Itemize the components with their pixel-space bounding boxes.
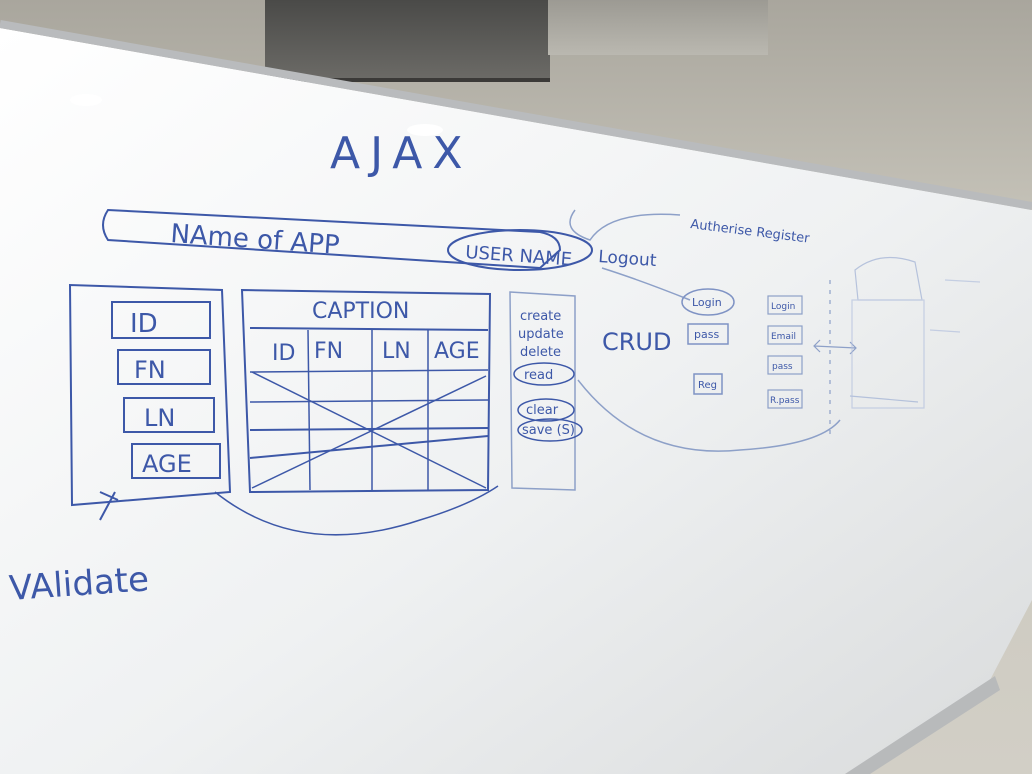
form-field-ln: LN [144,404,175,432]
action-save: save (S) [522,423,575,438]
table-col-divider [307,329,311,491]
form-field-age-box [131,443,221,479]
auth-pass: pass [694,328,719,341]
faint-sketch-shape [854,256,923,301]
faint-sketch-line [929,329,961,333]
board-surface [0,28,1032,774]
board-title: AJAX [330,128,473,179]
action-read: read [524,368,553,383]
table-row-divider [249,427,489,431]
register-email: Email [771,332,796,342]
auth-login: Login [692,296,722,309]
register-pass: pass [772,362,793,372]
action-delete: delete [520,345,561,360]
form-field-ln-box [123,397,215,433]
form-field-id: ID [130,309,158,339]
action-clear-oval [517,398,575,422]
register-login-box [767,295,803,315]
form-field-fn: FN [134,356,166,384]
ceiling-projector-housing [265,0,550,82]
form-field-fn-box [117,349,211,385]
faint-sketch-line [849,395,919,403]
logout-label: Logout [598,247,658,271]
auth-pass-box [687,323,729,345]
register-pass-box [767,355,803,375]
header-bar-outline [102,208,562,270]
form-panel-outline [68,283,232,507]
table-row-divider [249,399,489,403]
table-caption: CAPTION [312,299,409,324]
table-outline [240,288,492,494]
form-field-age: AGE [142,450,192,478]
faint-sketch-line [944,279,981,283]
action-create: create [520,309,561,324]
register-rpass-box [767,389,803,409]
table-row-divider [249,435,489,459]
flow-curve [601,267,691,301]
action-read-oval [513,362,575,386]
flow-curve [214,485,499,536]
action-save-oval [517,418,583,442]
actions-panel-outline [509,291,576,491]
faint-sketch [849,256,981,409]
validate-arrow [99,491,119,521]
table-col-ln: LN [382,339,411,364]
data-table: CAPTION ID FN LN AGE [240,288,492,494]
validate-label: VAlidate [8,559,150,609]
table-col-id: ID [272,341,295,366]
board-frame-top [0,20,1032,210]
auth-login-oval [681,288,735,316]
register-email-box [767,325,803,345]
table-cross-out [251,371,487,489]
header-connector-line [569,209,681,241]
ceiling-panel [548,0,768,55]
register-panel: Login Email pass R.pass [767,280,857,440]
faint-sketch-box [851,299,925,409]
flow-curve [577,379,841,452]
light-reflection [70,94,102,106]
action-update: update [518,327,564,342]
auth-panel: Login pass Reg [681,288,735,395]
username-oval [447,229,593,271]
auth-reg: Reg [698,380,717,391]
form-fields: ID FN LN AGE [111,301,221,479]
table-caption-divider [249,327,489,331]
crud-label: CRUD [602,328,671,356]
table-col-age: AGE [434,339,480,364]
board-tray [845,676,1000,774]
form-field-id-box [111,301,211,339]
auth-reg-box [693,373,723,395]
light-reflection [407,124,443,136]
table-cross-out [251,375,487,489]
table-col-fn: FN [314,339,343,364]
table-row-divider [249,369,489,373]
register-login: Login [771,302,795,312]
register-rpass: R.pass [770,396,800,406]
action-clear: clear [526,403,559,418]
